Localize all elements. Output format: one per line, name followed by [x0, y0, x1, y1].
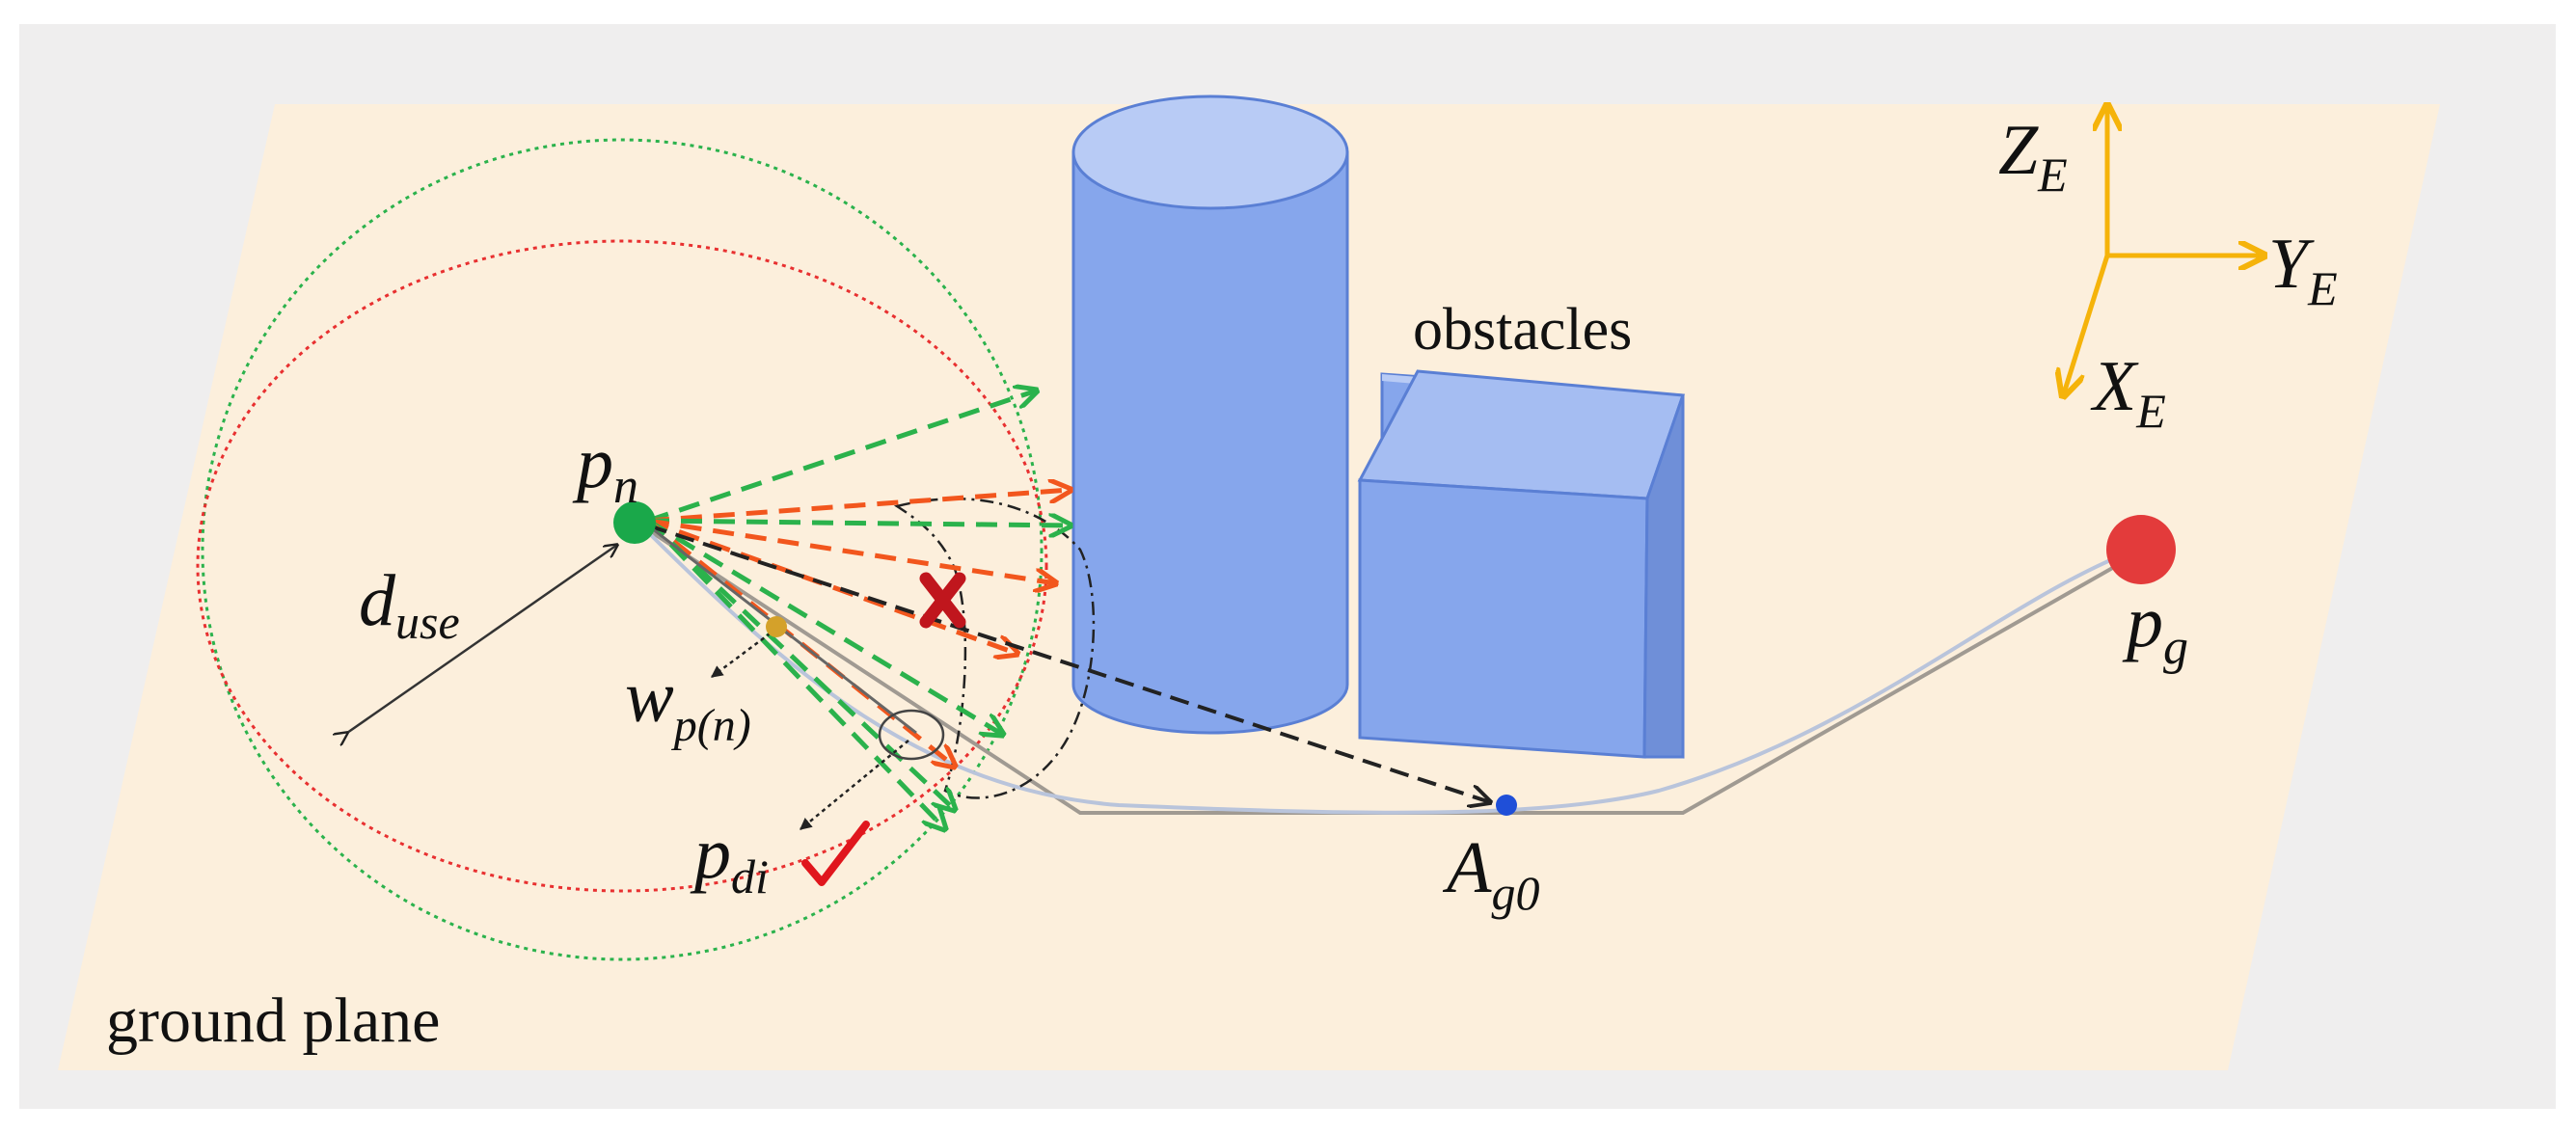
x-axis-label: XE — [2090, 347, 2166, 438]
path-smooth-blue — [639, 524, 2137, 815]
d-use-arrow — [347, 545, 617, 733]
workspace-sphere-green — [201, 138, 1044, 961]
obstacles-label: obstacles — [1413, 297, 1632, 363]
green-ray-1 — [647, 391, 1037, 524]
collision-region-outline — [893, 497, 1096, 799]
goal-node-pg — [2106, 515, 2176, 584]
sampling-rays — [646, 391, 1071, 829]
green-ray-5 — [646, 519, 945, 829]
red-ray-1 — [647, 490, 1071, 524]
ray-to-anchor — [647, 524, 1490, 802]
y-axis-label: YE — [2268, 225, 2338, 315]
p-di-highlight — [878, 709, 945, 761]
green-ray-3 — [646, 518, 1003, 735]
w-pn-label: wp(n) — [625, 657, 751, 751]
start-node-pn — [613, 501, 656, 544]
a-g0-label: Ag0 — [1442, 827, 1539, 920]
check-mark-icon — [801, 821, 870, 886]
box-obstacle — [1357, 369, 1686, 759]
w-pn-pointer — [710, 627, 777, 679]
green-ray-2 — [647, 521, 1071, 526]
anchor-node-ag0 — [1496, 795, 1517, 816]
waypoint-wpn — [766, 616, 787, 637]
p-n-label: pn — [572, 422, 638, 514]
workspace-ellipse-red — [196, 239, 1048, 893]
cylinder-obstacle — [1071, 94, 1349, 735]
ground-plane-label: ground plane — [106, 985, 440, 1056]
z-axis-label: ZE — [1998, 111, 2068, 202]
p-di-label: pdi — [690, 813, 769, 903]
p-g-label: pg — [2122, 581, 2188, 675]
red-ray-2 — [647, 518, 1056, 583]
d-use-label: duse — [359, 560, 460, 649]
p-di-pointer — [800, 740, 909, 830]
green-ray-4 — [646, 519, 955, 810]
axes-frame — [2064, 108, 2262, 393]
x-mark-icon — [919, 572, 966, 629]
